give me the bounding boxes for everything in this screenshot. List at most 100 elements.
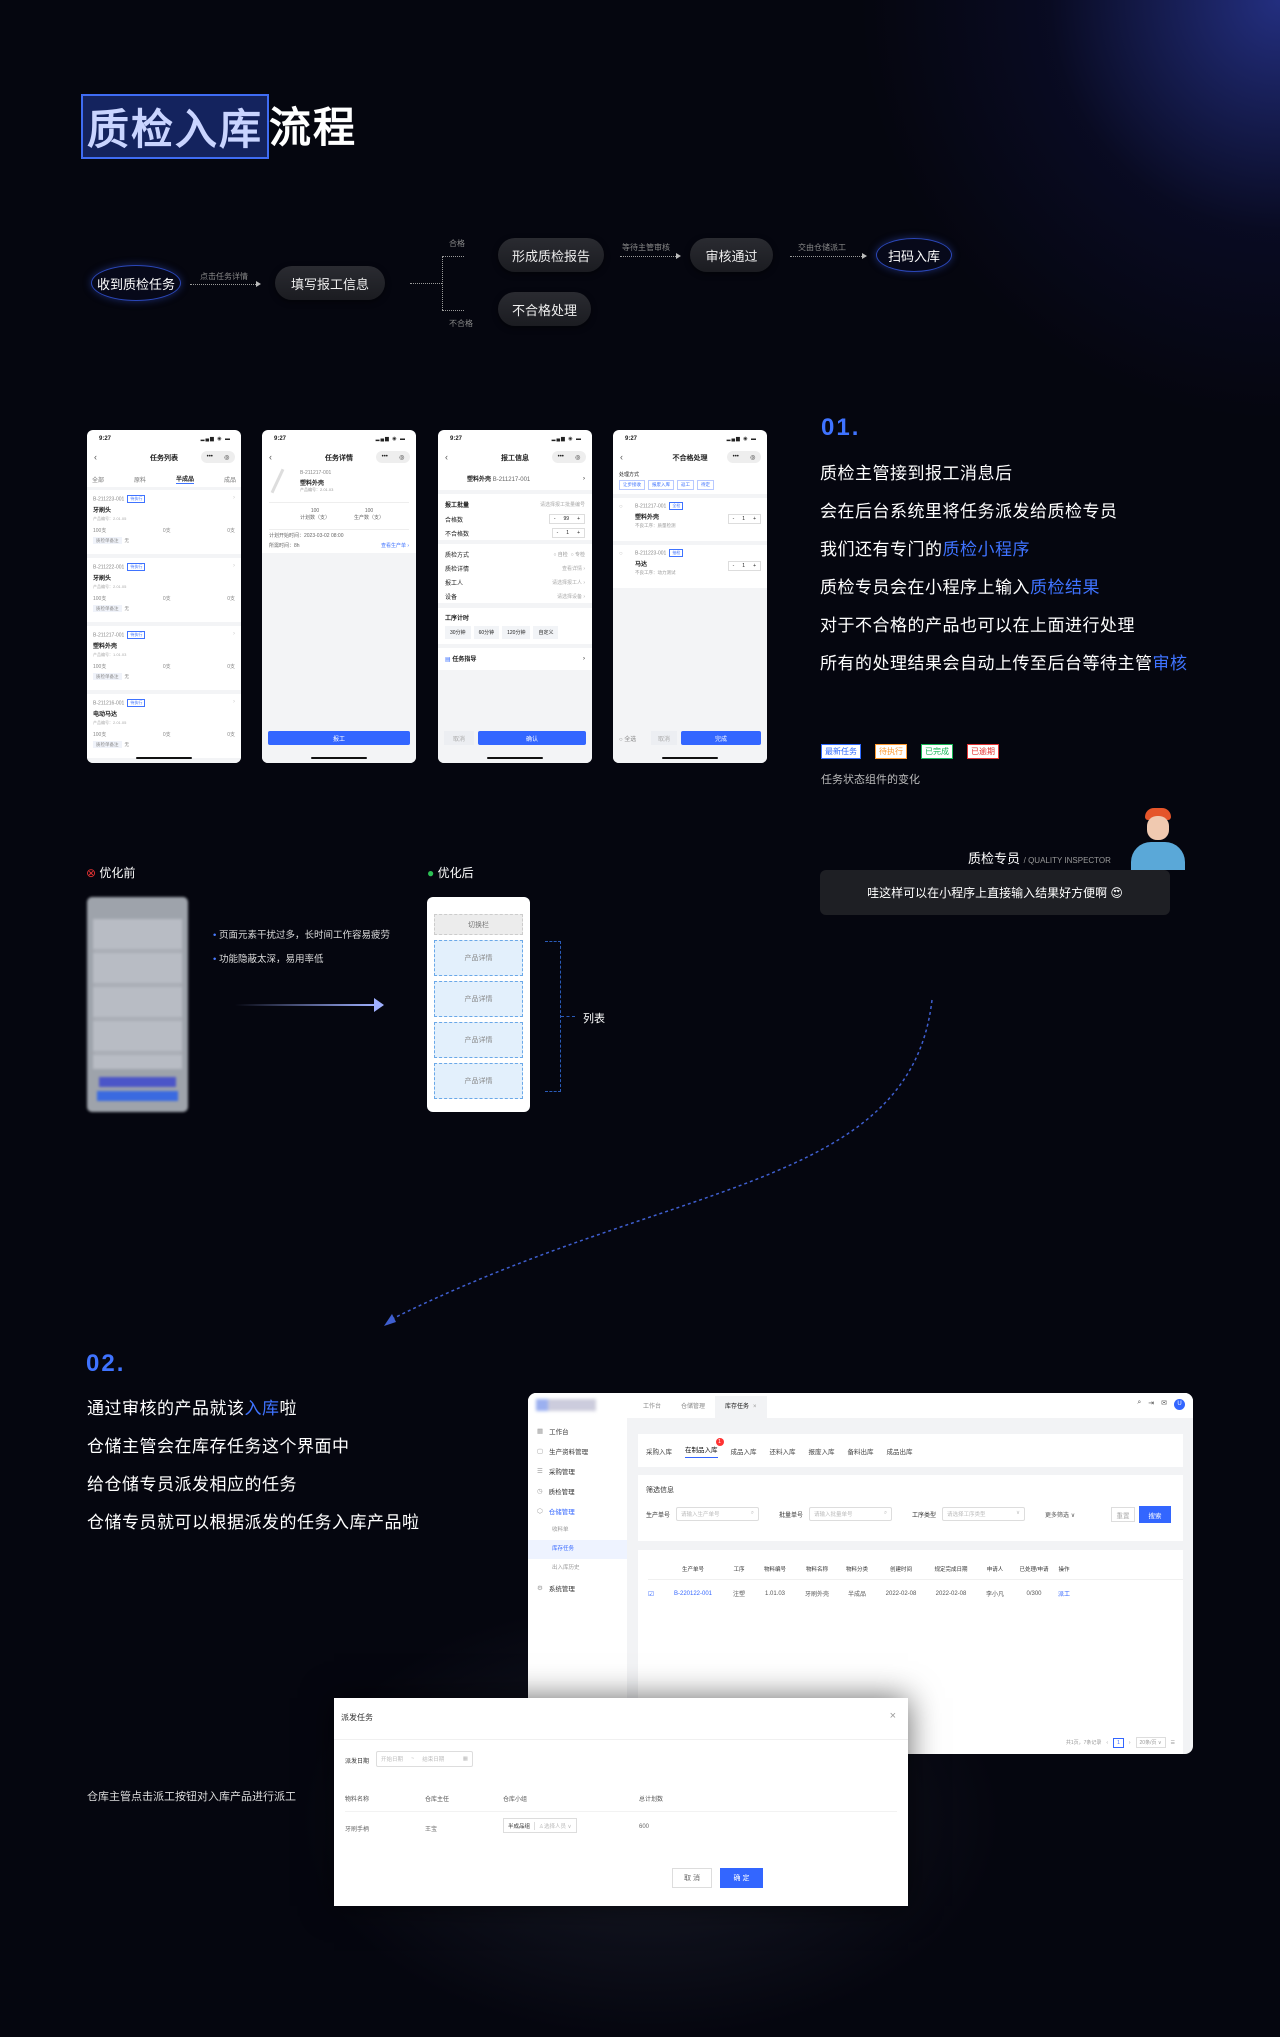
tab-1[interactable]: 原料 xyxy=(133,477,146,484)
plus-button[interactable]: + xyxy=(753,516,756,522)
tab-0[interactable]: 工作台 xyxy=(633,1396,671,1418)
export-icon[interactable]: ⇥ xyxy=(1148,1400,1155,1407)
filter-input-1[interactable]: 请输入批量单号⌕ xyxy=(809,1507,893,1521)
cancel-button[interactable]: 取消 xyxy=(651,731,677,745)
unqualified-value[interactable]: 1 xyxy=(566,530,570,536)
worker-select[interactable]: 请选择报工人 › xyxy=(551,580,585,586)
view-detail-link[interactable]: 查看详情 › xyxy=(561,566,585,572)
page-size-select[interactable]: 20条/页 ∨ xyxy=(1135,1737,1166,1748)
prev-page-button[interactable]: ‹ xyxy=(1106,1739,1109,1746)
filter-input-2[interactable]: 请选择工序类型∨ xyxy=(942,1507,1026,1521)
close-icon[interactable]: ◎ xyxy=(575,454,581,461)
qualified-value[interactable]: 99 xyxy=(563,516,570,522)
batch-select[interactable]: 请选择报工批量编号 xyxy=(539,502,585,508)
sidebar-item[interactable]: ▦工作台 xyxy=(528,1421,627,1441)
report-work-button[interactable]: 报工 xyxy=(268,731,410,745)
method-option[interactable]: 待定 xyxy=(697,480,714,490)
quantity-stepper[interactable]: - 1 + xyxy=(727,514,761,524)
product-row[interactable]: 塑料外壳 B-211217-001› xyxy=(445,474,585,484)
quantity-value[interactable]: 1 xyxy=(742,516,746,522)
tab-1[interactable]: 仓储管理 xyxy=(671,1396,715,1418)
quantity-value[interactable]: 1 xyxy=(742,563,746,569)
mail-icon[interactable]: ✉ xyxy=(1161,1400,1167,1407)
filter-input-0[interactable]: 请输入生产单号⌕ xyxy=(676,1507,760,1521)
select-all-checkbox[interactable]: ○ 全选 xyxy=(619,737,637,743)
more-filters-button[interactable]: 更多筛选 ∨ xyxy=(1045,1512,1076,1519)
subtab[interactable]: 成品出库 xyxy=(887,1446,913,1456)
checkbox[interactable]: ○ xyxy=(619,551,623,557)
method-option[interactable]: 让步接收 xyxy=(619,480,645,490)
user-avatar[interactable]: U xyxy=(1174,1399,1185,1410)
subtab[interactable]: 还料入库 xyxy=(770,1446,796,1456)
back-icon[interactable]: ‹ xyxy=(269,452,272,462)
close-icon[interactable]: ◎ xyxy=(224,454,230,461)
close-icon[interactable]: ◎ xyxy=(750,454,756,461)
reset-button[interactable]: 重置 xyxy=(1111,1507,1135,1522)
tab-3[interactable]: 成品 xyxy=(223,477,236,484)
capsule-menu[interactable]: ••• ◎ xyxy=(552,451,586,463)
quantity-stepper[interactable]: - 1 + xyxy=(727,561,761,571)
tab-2[interactable]: 半成品 xyxy=(175,474,194,484)
done-button[interactable]: 完成 xyxy=(681,731,761,745)
capsule-menu[interactable]: ••• ◎ xyxy=(727,451,761,463)
tab-0[interactable]: 全部 xyxy=(92,477,105,484)
timer-option[interactable]: 自定义 xyxy=(533,626,559,639)
sidebar-subitem[interactable]: 库存任务 xyxy=(528,1540,627,1559)
tab-2[interactable]: 库存任务× xyxy=(715,1396,767,1418)
sidebar-item[interactable]: ⚙系统管理 xyxy=(528,1578,627,1598)
back-icon[interactable]: ‹ xyxy=(94,452,97,462)
close-icon[interactable]: × xyxy=(889,1710,896,1722)
qualified-stepper[interactable]: -99+ xyxy=(548,514,585,524)
plus-button[interactable]: + xyxy=(753,563,756,569)
sidebar-item[interactable]: ◷质检管理 xyxy=(528,1481,627,1501)
task-guide[interactable]: 任务指导 xyxy=(452,657,477,663)
sidebar-item[interactable]: ▢生产资料管理 xyxy=(528,1441,627,1461)
order-link[interactable]: B-220122-001 xyxy=(673,1590,713,1597)
method-option[interactable]: 返工 xyxy=(677,480,694,490)
radio-special-check[interactable]: ○ 专检 xyxy=(570,552,585,558)
menu-icon[interactable]: ☰ xyxy=(1170,1739,1175,1746)
method-option[interactable]: 报废入库 xyxy=(648,480,674,490)
dispatch-link[interactable]: 派工 xyxy=(1057,1592,1070,1598)
timer-option[interactable]: 60分钟 xyxy=(473,626,500,639)
subtab[interactable]: 报废入库 xyxy=(809,1446,835,1456)
timer-option[interactable]: 30分钟 xyxy=(445,626,471,639)
radio-self-check[interactable]: ○ 自检 xyxy=(553,552,568,558)
close-icon[interactable]: × xyxy=(753,1404,757,1410)
search-button[interactable]: 搜索 xyxy=(1139,1506,1171,1523)
more-icon[interactable]: ••• xyxy=(206,454,213,460)
back-icon[interactable]: ‹ xyxy=(620,452,623,462)
date-range-input[interactable]: 开始日期~结束日期▦ xyxy=(376,1751,473,1767)
minus-button[interactable]: - xyxy=(732,563,735,569)
close-icon[interactable]: ◎ xyxy=(399,454,405,461)
timer-option[interactable]: 120分钟 xyxy=(502,626,531,639)
subtab[interactable]: 成品入库 xyxy=(731,1446,757,1456)
subtab[interactable]: 备料出库 xyxy=(848,1446,874,1456)
confirm-button[interactable]: 确 定 xyxy=(720,1868,763,1888)
unqualified-stepper[interactable]: -1+ xyxy=(551,528,585,538)
row-checkbox[interactable]: ☑ xyxy=(648,1590,654,1598)
cancel-button[interactable]: 取消 xyxy=(444,731,474,745)
search-icon[interactable]: ⌕ xyxy=(1137,1399,1142,1406)
sidebar-subitem[interactable]: 出入库历史 xyxy=(552,1565,580,1571)
device-select[interactable]: 请选择设备 › xyxy=(556,594,585,600)
next-page-button[interactable]: › xyxy=(1128,1739,1131,1746)
minus-button[interactable]: - xyxy=(732,516,735,522)
group-person-select[interactable]: 半成品组♙选择人员 ∨ xyxy=(503,1818,577,1833)
checkbox[interactable]: ○ xyxy=(619,504,623,510)
view-production-order-link[interactable]: 查看生产单 › xyxy=(380,543,409,549)
more-icon[interactable]: ••• xyxy=(381,454,388,460)
cancel-button[interactable]: 取 消 xyxy=(672,1868,712,1888)
capsule-menu[interactable]: ••• ◎ xyxy=(376,451,410,463)
confirm-button[interactable]: 确认 xyxy=(478,731,586,745)
subtab[interactable]: 采购入库 xyxy=(646,1446,672,1456)
more-icon[interactable]: ••• xyxy=(557,454,564,460)
more-icon[interactable]: ••• xyxy=(732,454,739,460)
